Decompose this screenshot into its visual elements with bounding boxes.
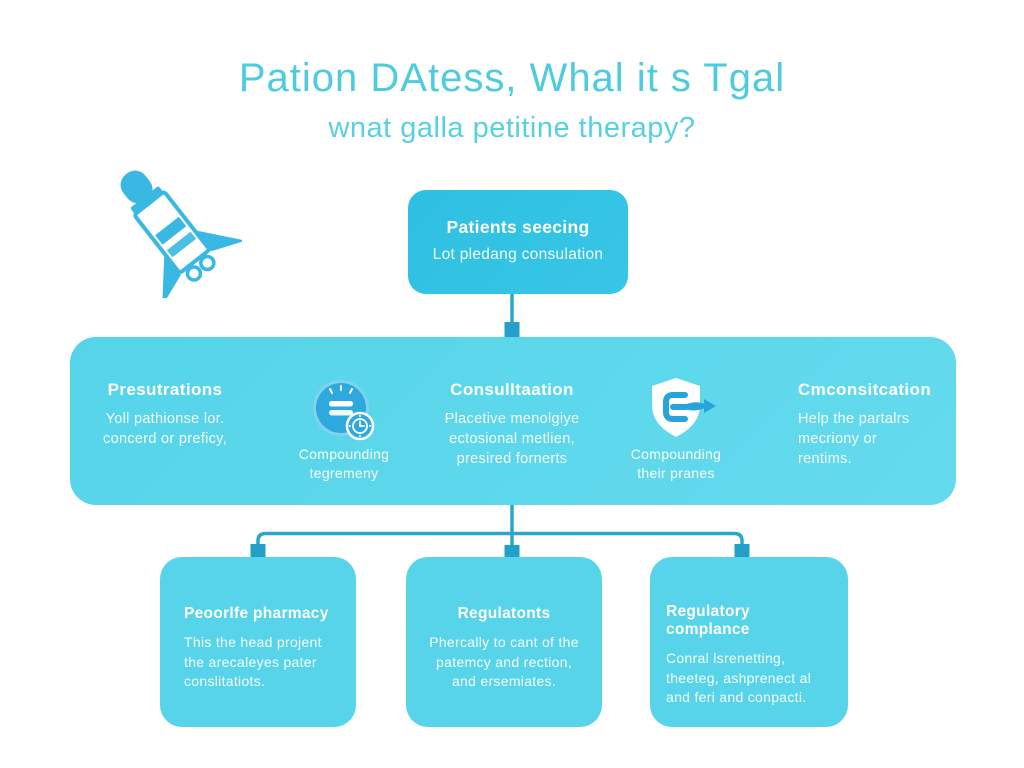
caption-line: their pranes	[637, 465, 715, 481]
node-line: This the head projent	[184, 634, 322, 650]
page-title: Pation DAtess, Whal it s Tgal	[238, 56, 786, 100]
column-line: Placetive menolgiye	[444, 411, 580, 427]
icon-caption-compounding-tegremeny: Compounding tegremeny	[279, 445, 409, 483]
column-heading: Consulltaation	[450, 380, 574, 399]
band-column-consultation: Consulltaation Placetive menolgiye ectos…	[412, 380, 612, 469]
column-line: Yoll pathionse lor.	[105, 411, 225, 427]
caption-line: Compounding	[298, 446, 390, 462]
column-heading: Presutrations	[107, 380, 223, 399]
column-line: Help the partalrs	[798, 411, 910, 427]
node-heading: Peoorlfe pharmacy	[184, 605, 329, 622]
chat-clock-icon	[313, 380, 375, 441]
node-regulatonts: Regulatonts Phercally to cant of the pat…	[406, 557, 602, 727]
syringe-rocket-icon	[120, 170, 242, 298]
column-line: rentims.	[798, 451, 852, 467]
node-line: conslitatiots.	[184, 673, 266, 689]
node-line: the arecaleyes pater	[184, 653, 317, 670]
node-heading: Regulatonts	[457, 605, 551, 622]
node-line: Conral lsrenetting,	[666, 650, 786, 666]
column-line: presired fornerts	[456, 451, 568, 467]
node-heading: Regulatory complance	[666, 603, 750, 638]
column-line: mecriony or	[798, 431, 878, 447]
node-line: and ersemiates.	[451, 673, 557, 689]
node-regulatory-compliance: Regulatory complance Conral lsrenetting,…	[650, 557, 848, 727]
node-line: patemcy and rection,	[436, 653, 572, 670]
node-line: Phercally to cant of the	[429, 634, 579, 650]
node-body: Lot pledang consulation	[432, 246, 604, 263]
column-heading: Cmconsitcation	[798, 380, 932, 399]
node-line: theeteg, ashprenect al	[666, 669, 812, 686]
node-patients-seeking: Patients seecing Lot pledang consulation	[408, 190, 628, 294]
band-column-presutrations: Presutrations Yoll pathionse lor. concer…	[85, 380, 245, 449]
page-subtitle: wnat galla petitine therapy?	[328, 112, 696, 144]
shield-arrow-icon	[652, 378, 716, 437]
caption-line: Compounding	[630, 446, 722, 462]
band-column-cmconsitcation: Cmconsitcation Help the partalrs mecrion…	[798, 380, 958, 469]
node-line: and feri and conpacti.	[666, 689, 807, 705]
node-pharmacy: Peoorlfe pharmacy This the head projent …	[160, 557, 356, 727]
icon-caption-compounding-pranes: Compounding their pranes	[611, 445, 741, 483]
node-heading: Patients seecing	[446, 217, 590, 237]
stage-band: Presutrations Yoll pathionse lor. concer…	[70, 337, 956, 505]
caption-line: tegremeny	[309, 465, 379, 481]
column-line: concerd or preficy,	[103, 431, 227, 447]
column-line: ectosional metlien,	[449, 431, 575, 447]
